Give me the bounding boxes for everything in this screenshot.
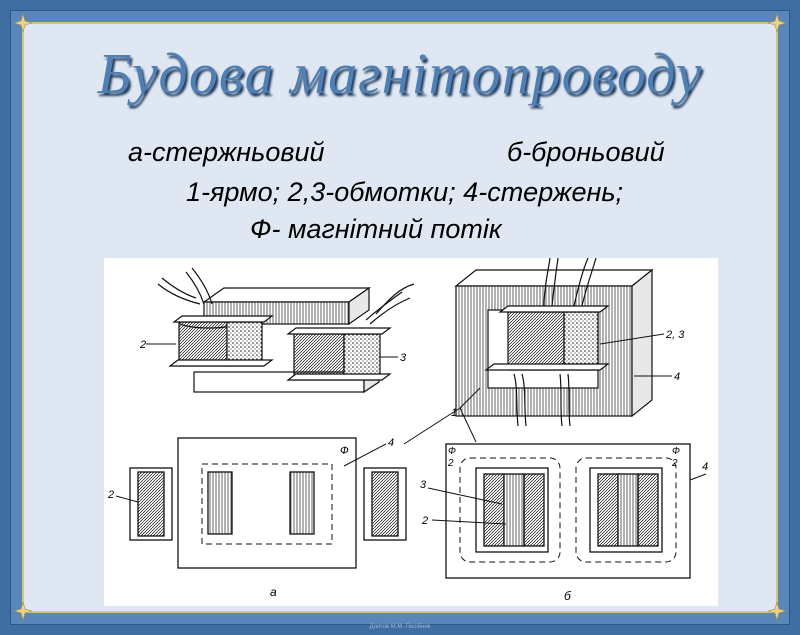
label-2-bplan-right: 2 <box>671 458 678 469</box>
transformer-diagram: 2 3 <box>104 257 718 606</box>
label-4-bplan: 4 <box>702 461 708 473</box>
corner-ornament-icon <box>768 14 786 32</box>
core-type-3d-view <box>157 267 415 394</box>
label-2-bplan-left: 2 <box>447 458 454 469</box>
label-3-bplan: 3 <box>420 479 427 491</box>
transformer-drawing: 2 3 <box>107 257 708 603</box>
label-4-aplan: 4 <box>388 437 394 449</box>
caption-flux: Ф- магнітний потік <box>250 214 502 244</box>
label-1: 1 <box>451 407 457 419</box>
slide-title: Будова магнітопроводу <box>97 41 703 106</box>
label-3-a3d: 3 <box>400 352 407 364</box>
corner-ornament-icon <box>14 602 32 620</box>
shell-type-3d-view <box>454 257 654 427</box>
label-23-b3d: 2, 3 <box>665 329 685 341</box>
figure-label-b: б <box>564 589 572 603</box>
label-2-a3d: 2 <box>139 339 146 351</box>
core-type-plan-view <box>129 437 407 569</box>
figure-label-a: а <box>270 585 277 599</box>
corner-ornament-icon <box>14 14 32 32</box>
label-2-bplan: 2 <box>421 515 428 527</box>
phi-label-a: Ф <box>340 445 349 457</box>
phi-label-b-right: Ф <box>672 446 680 457</box>
shell-type-plan-view <box>445 443 691 579</box>
phi-label-b-left: Ф <box>448 446 456 457</box>
footer-note: Долгов М.М. Посібник <box>369 624 431 630</box>
caption-parts: 1-ярмо; 2,3-обмотки; 4-стержень; <box>186 177 624 207</box>
caption-type-b: б-броньовий <box>507 137 665 167</box>
caption-type-a: а-стержньовий <box>128 137 325 167</box>
corner-ornament-icon <box>768 602 786 620</box>
label-4-b3d: 4 <box>674 371 680 383</box>
label-2-aplan: 2 <box>107 489 114 501</box>
